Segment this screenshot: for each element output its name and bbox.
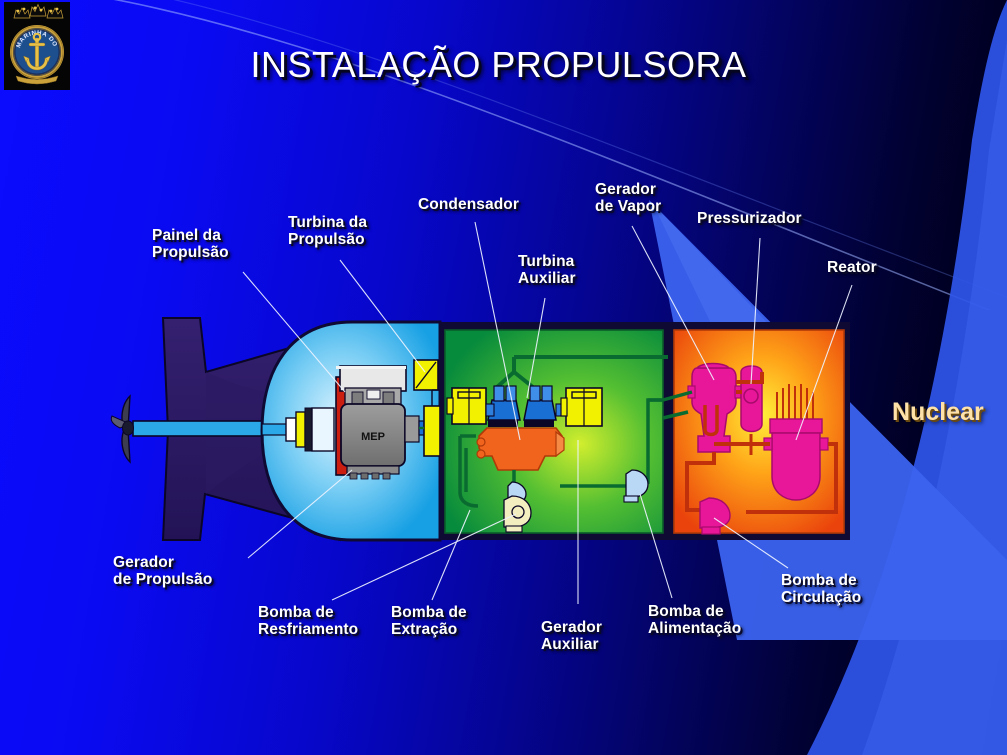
label-condensador: Condensador xyxy=(418,196,519,213)
generator-right xyxy=(560,387,603,427)
label-gerador-vapor: Gerador de Vapor xyxy=(595,181,662,215)
page-title: INSTALAÇÃO PROPULSORA xyxy=(0,44,1007,86)
propeller-shaft-assembly xyxy=(110,394,296,464)
marinha-do-brasil-crest: MARINHA DO BRASIL xyxy=(1,0,70,90)
page-title-text: INSTALAÇÃO PROPULSORA xyxy=(250,44,747,85)
label-bomba-circulacao: Bomba de Circulação xyxy=(781,572,862,606)
label-gerador-propulsao: Gerador de Propulsão xyxy=(113,554,213,588)
condenser xyxy=(476,427,565,471)
label-painel-propulsao: Painel da Propulsão xyxy=(152,227,229,261)
propulsion-panel xyxy=(413,359,439,391)
label-turbina-auxiliar: Turbina Auxiliar xyxy=(518,253,576,287)
label-bomba-alimentacao: Bomba de Alimentação xyxy=(648,603,742,637)
label-bomba-extracao: Bomba de Extração xyxy=(391,604,467,638)
pump-feed xyxy=(623,469,649,503)
propulsion-compartment: MEP xyxy=(260,320,442,542)
nuclear-caption: Nuclear xyxy=(892,398,984,426)
mep-motor-label: MEP xyxy=(361,431,385,443)
turbine-compartment xyxy=(440,322,668,540)
generator-left xyxy=(446,387,487,425)
label-turbina-propulsao: Turbina da Propulsão xyxy=(288,214,368,248)
label-gerador-auxiliar: Gerador Auxiliar xyxy=(541,619,602,653)
primary-loop-piping xyxy=(685,372,838,514)
label-reator: Reator xyxy=(827,259,877,276)
reactor-compartment xyxy=(662,322,850,540)
label-bomba-resfriamento: Bomba de Resfriamento xyxy=(258,604,359,638)
label-pressurizador: Pressurizador xyxy=(697,210,802,227)
